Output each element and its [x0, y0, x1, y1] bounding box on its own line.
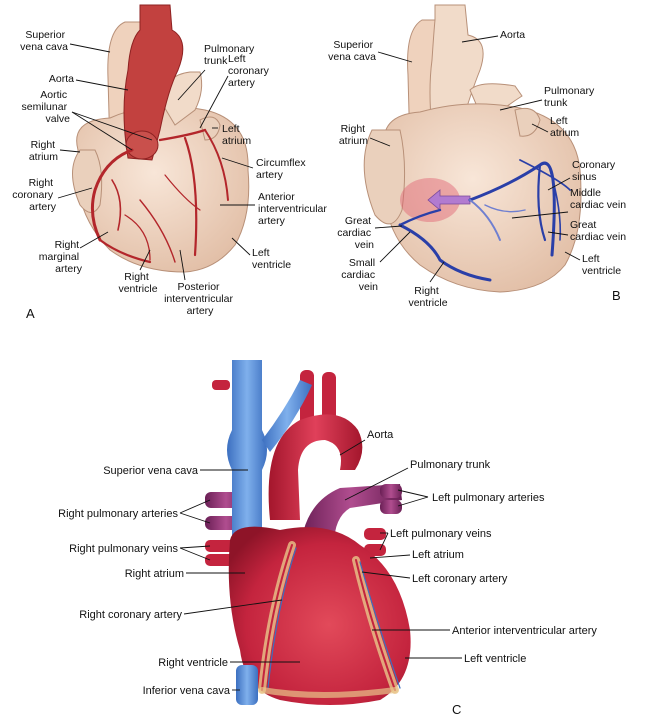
b-label-left-atrium: Left atrium — [550, 115, 579, 139]
c-label-left-pulmonary-arteries: Left pulmonary arteries — [432, 492, 545, 504]
c-label-right-ventricle: Right ventricle — [158, 657, 228, 669]
b-label-pulmonary-trunk: Pulmonary trunk — [544, 85, 597, 109]
panel-b-heart-illustration — [363, 4, 582, 293]
c-label-left-pulmonary-veins: Left pulmonary veins — [390, 528, 492, 540]
panel-a-heart-illustration — [72, 4, 250, 273]
panel-b-letter: B — [612, 288, 621, 303]
panel-a: Superior vena cava Aorta Aortic semiluna… — [12, 4, 330, 321]
a-label-right-atrium: Right atrium — [29, 139, 58, 163]
a-label-right-marginal-artery: Right marginal artery — [39, 239, 83, 275]
a-label-aortic-semilunar-valve: Aortic semilunar valve — [22, 89, 71, 125]
b-label-right-ventricle: Right ventricle — [408, 285, 447, 309]
a-label-right-coronary-artery: Right coronary artery — [12, 177, 57, 213]
a-label-left-atrium: Left atrium — [222, 123, 251, 147]
a-label-left-coronary-artery: Left coronary artery — [228, 53, 272, 89]
c-label-left-ventricle: Left ventricle — [464, 653, 526, 665]
panel-b-leaders — [369, 35, 581, 283]
panel-b: Superior vena cava Aorta Pulmonary trunk… — [328, 4, 626, 309]
panel-c: Aorta Superior vena cava Pulmonary trunk… — [58, 360, 597, 717]
c-label-anterior-interventricular-artery: Anterior interventricular artery — [452, 625, 597, 637]
b-label-great-cardiac-vein-left: Great cardiac vein — [337, 215, 374, 251]
c-label-right-coronary-artery: Right coronary artery — [79, 609, 182, 621]
panel-c-heart-illustration — [205, 360, 411, 705]
b-label-middle-cardiac-vein: Middle cardiac vein — [570, 187, 626, 211]
b-label-coronary-sinus: Coronary sinus — [572, 159, 618, 183]
c-label-left-atrium: Left atrium — [412, 549, 464, 561]
a-label-pulmonary-trunk: Pulmonary trunk — [204, 43, 257, 67]
c-label-superior-vena-cava: Superior vena cava — [103, 465, 199, 477]
a-label-anterior-interventricular-artery: Anterior interventricular artery — [258, 191, 330, 227]
b-label-superior-vena-cava: Superior vena cava — [328, 39, 376, 63]
c-label-right-atrium: Right atrium — [125, 568, 184, 580]
panel-a-letter: A — [26, 306, 35, 321]
a-label-posterior-interventricular-artery: Posterior interventricular artery — [164, 281, 236, 317]
panel-c-letter: C — [452, 702, 461, 717]
a-label-right-ventricle: Right ventricle — [118, 271, 157, 295]
b-label-left-ventricle: Left ventricle — [582, 253, 621, 277]
c-label-left-coronary-artery: Left coronary artery — [412, 573, 508, 585]
c-label-inferior-vena-cava: Inferior vena cava — [143, 685, 231, 697]
panel-c-leaders — [179, 439, 462, 691]
c-label-right-pulmonary-veins: Right pulmonary veins — [69, 543, 178, 555]
panel-a-leaders — [57, 43, 255, 281]
a-label-left-ventricle: Left ventricle — [252, 247, 291, 271]
a-label-aorta: Aorta — [49, 73, 74, 85]
c-label-pulmonary-trunk: Pulmonary trunk — [410, 459, 491, 471]
b-label-great-cardiac-vein-right: Great cardiac vein — [570, 219, 626, 243]
a-label-circumflex-artery: Circumflex artery — [256, 157, 309, 181]
c-label-right-pulmonary-arteries: Right pulmonary arteries — [58, 508, 178, 520]
b-label-small-cardiac-vein: Small cardiac vein — [341, 257, 378, 293]
b-label-right-atrium: Right atrium — [339, 123, 368, 147]
b-label-aorta: Aorta — [500, 29, 525, 41]
a-label-superior-vena-cava: Superior vena cava — [20, 29, 68, 53]
c-label-aorta: Aorta — [367, 429, 394, 441]
